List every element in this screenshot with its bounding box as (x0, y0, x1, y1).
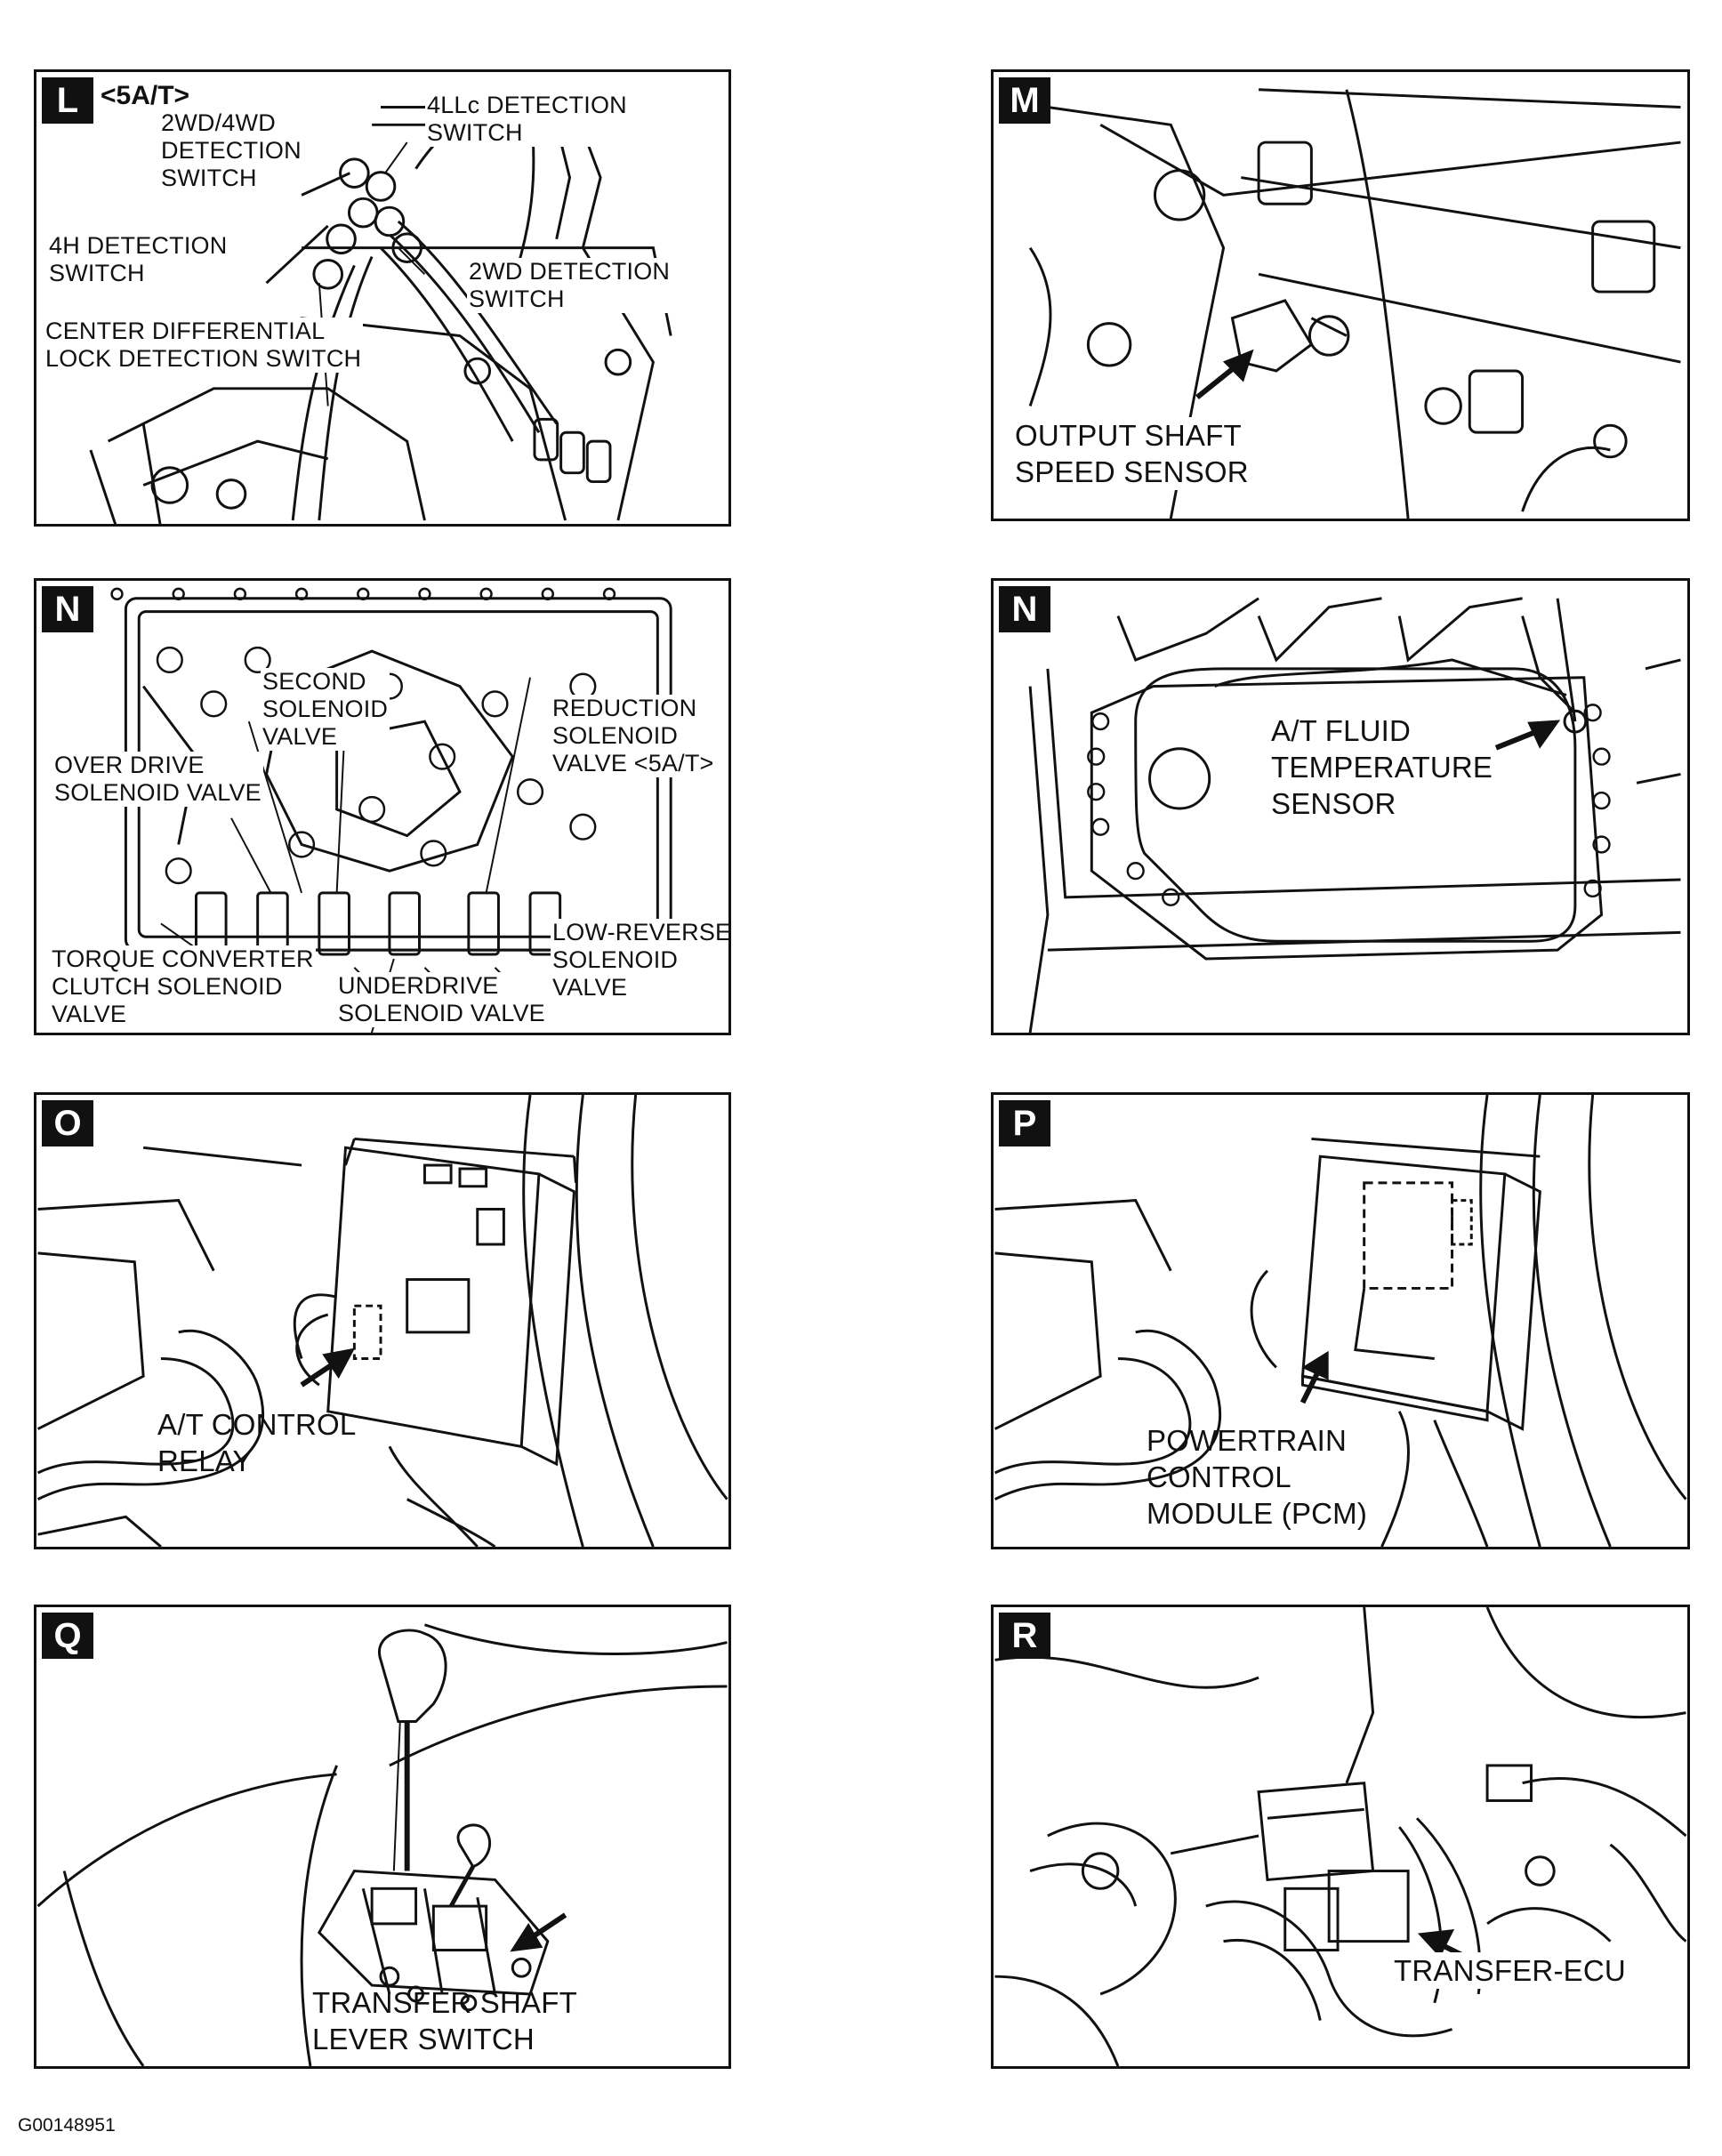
label-center-differential-lock-detection-switch: CENTER DIFFERENTIAL LOCK DETECTION SWITC… (44, 318, 364, 373)
figure-id: G00148951 (18, 2115, 116, 2136)
panel-n-fluid-temperature: N A/T FLUID TEMPERATURE SENSOR (991, 578, 1690, 1035)
label-underdrive-solenoid-valve: UNDERDRIVE SOLENOID VALVE (336, 972, 547, 1027)
panel-o-illustration (36, 1095, 728, 1547)
panel-p: P POWERTRAIN CONTROL MODULE (PCM) (991, 1092, 1690, 1549)
panel-m: M OUTPUT SHAFT SPEED SENSOR (991, 69, 1690, 521)
label-at-control-relay: A/T CONTROL RELAY (157, 1408, 357, 1477)
panel-n-solenoids-letter: N (42, 586, 93, 632)
label-over-drive-solenoid-valve: OVER DRIVE SOLENOID VALVE (52, 752, 263, 807)
panel-r: R TRANSFER-ECU (991, 1605, 1690, 2069)
panel-o-letter: O (42, 1100, 93, 1146)
panel-r-illustration (994, 1607, 1687, 2066)
label-output-shaft-speed-sensor: OUTPUT SHAFT SPEED SENSOR (1013, 417, 1251, 490)
panel-n-fluid-temperature-illustration (1028, 597, 1681, 1033)
panel-q: Q TRANSFER SHAFT LEVER SWITCH (34, 1605, 731, 2069)
panel-p-illustration (994, 1095, 1687, 1547)
panel-l-illustration (89, 106, 672, 524)
label-2wd-detection-switch: 2WD DETECTION SWITCH (467, 258, 672, 313)
label-4llc-detection-switch: 4LLc DETECTION SWITCH (425, 92, 629, 147)
label-transfer-ecu: TRANSFER-ECU (1392, 1952, 1628, 1989)
label-at-fluid-temperature-sensor: A/T FLUID TEMPERATURE SENSOR (1271, 714, 1493, 820)
label-4h-detection-switch: 4H DETECTION SWITCH (47, 232, 229, 287)
panel-n-fluid-temperature-letter: N (999, 586, 1050, 632)
label-powertrain-control-module: POWERTRAIN CONTROL MODULE (PCM) (1147, 1424, 1368, 1530)
label-reduction-solenoid-valve: REDUCTION SOLENOID VALVE <5A/T> (551, 695, 716, 777)
panel-l-letter: L (42, 77, 93, 124)
panel-o: O A/T CONTROL RELAY (34, 1092, 731, 1549)
label-torque-converter-clutch-solenoid-valve: TORQUE CONVERTER CLUTCH SOLENOID VALVE (50, 945, 316, 1028)
panel-m-letter: M (999, 77, 1050, 124)
label-second-solenoid-valve: SECOND SOLENOID VALVE (261, 668, 390, 751)
label-transfer-shaft-lever-switch: TRANSFER SHAFT LEVER SWITCH (312, 1986, 577, 2055)
panel-q-illustration (36, 1623, 728, 2066)
panel-n-solenoids: N SECOND SOLENOID VALVE REDUCTION SOLENO… (34, 578, 731, 1035)
panel-q-letter: Q (42, 1613, 93, 1659)
panel-p-letter: P (999, 1100, 1050, 1146)
panel-r-letter: R (999, 1613, 1050, 1659)
transmission-variant-label: <5A/T> (101, 81, 190, 110)
label-low-reverse-solenoid-valve: LOW-REVERSE SOLENOID VALVE (551, 919, 728, 1002)
label-2wd-4wd-detection-switch: 2WD/4WD DETECTION SWITCH (159, 109, 303, 192)
panel-l: L <5A/T> 2WD/4WD DETECTION SWITCH 4LLc D… (34, 69, 731, 527)
panel-m-illustration (1028, 88, 1681, 519)
